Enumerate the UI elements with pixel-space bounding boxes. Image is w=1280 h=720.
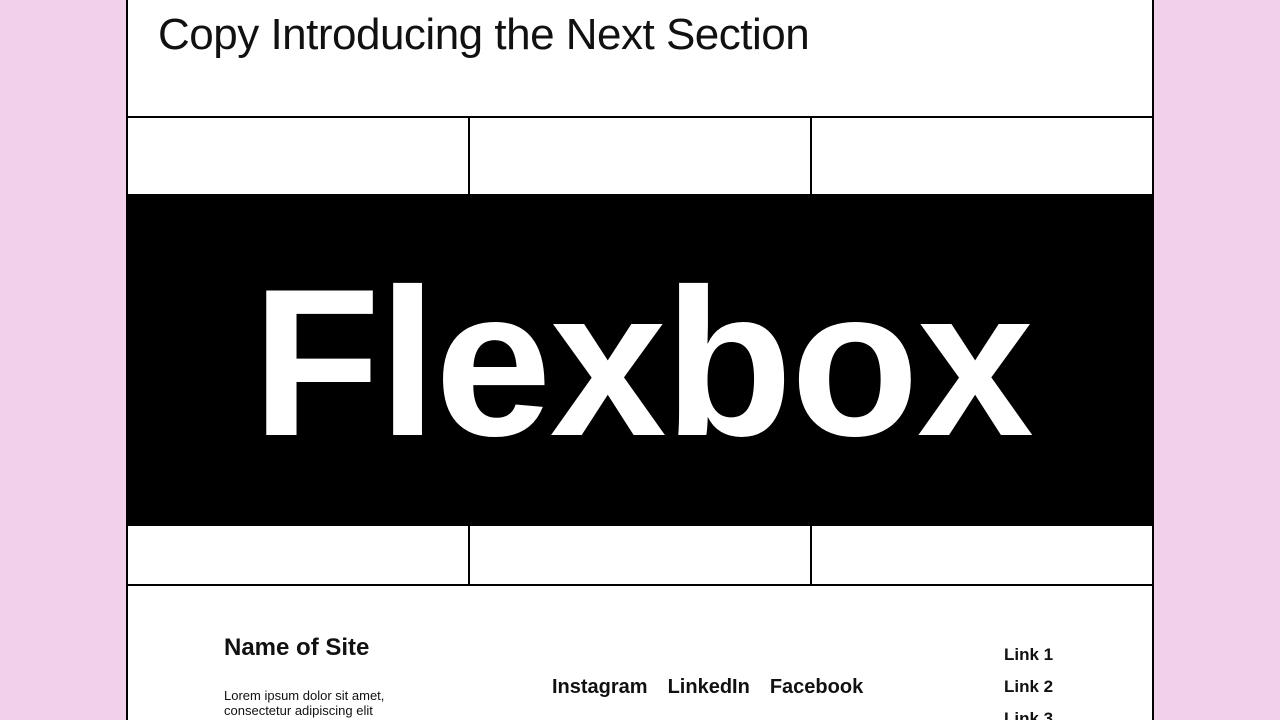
social-link-instagram[interactable]: Instagram — [552, 676, 648, 698]
banner-title: Flexbox — [252, 245, 1034, 480]
social-link-facebook[interactable]: Facebook — [769, 676, 864, 698]
footer-link-3[interactable]: Link 3 — [1004, 709, 1054, 720]
intro-heading: Copy Introducing the Next Section — [158, 10, 810, 59]
social-link-linkedin[interactable]: LinkedIn — [667, 676, 750, 698]
title-banner: Flexbox — [128, 194, 1152, 526]
footer-link-1[interactable]: Link 1 — [1004, 645, 1054, 664]
wireframe-page: Copy Introducing the Next Section Name o… — [126, 0, 1154, 720]
intro-section: Copy Introducing the Next Section — [128, 0, 1152, 118]
social-links: Instagram LinkedIn Facebook — [552, 676, 863, 699]
footer-link-2[interactable]: Link 2 — [1004, 677, 1054, 696]
footer-site-name: Name of Site — [224, 634, 370, 661]
footer-links: Link 1 Link 2 Link 3 — [1004, 644, 1053, 720]
footer-description: Lorem ipsum dolor sit amet, consectetur … — [224, 688, 385, 718]
footer: Name of Site Lorem ipsum dolor sit amet,… — [128, 586, 1152, 720]
